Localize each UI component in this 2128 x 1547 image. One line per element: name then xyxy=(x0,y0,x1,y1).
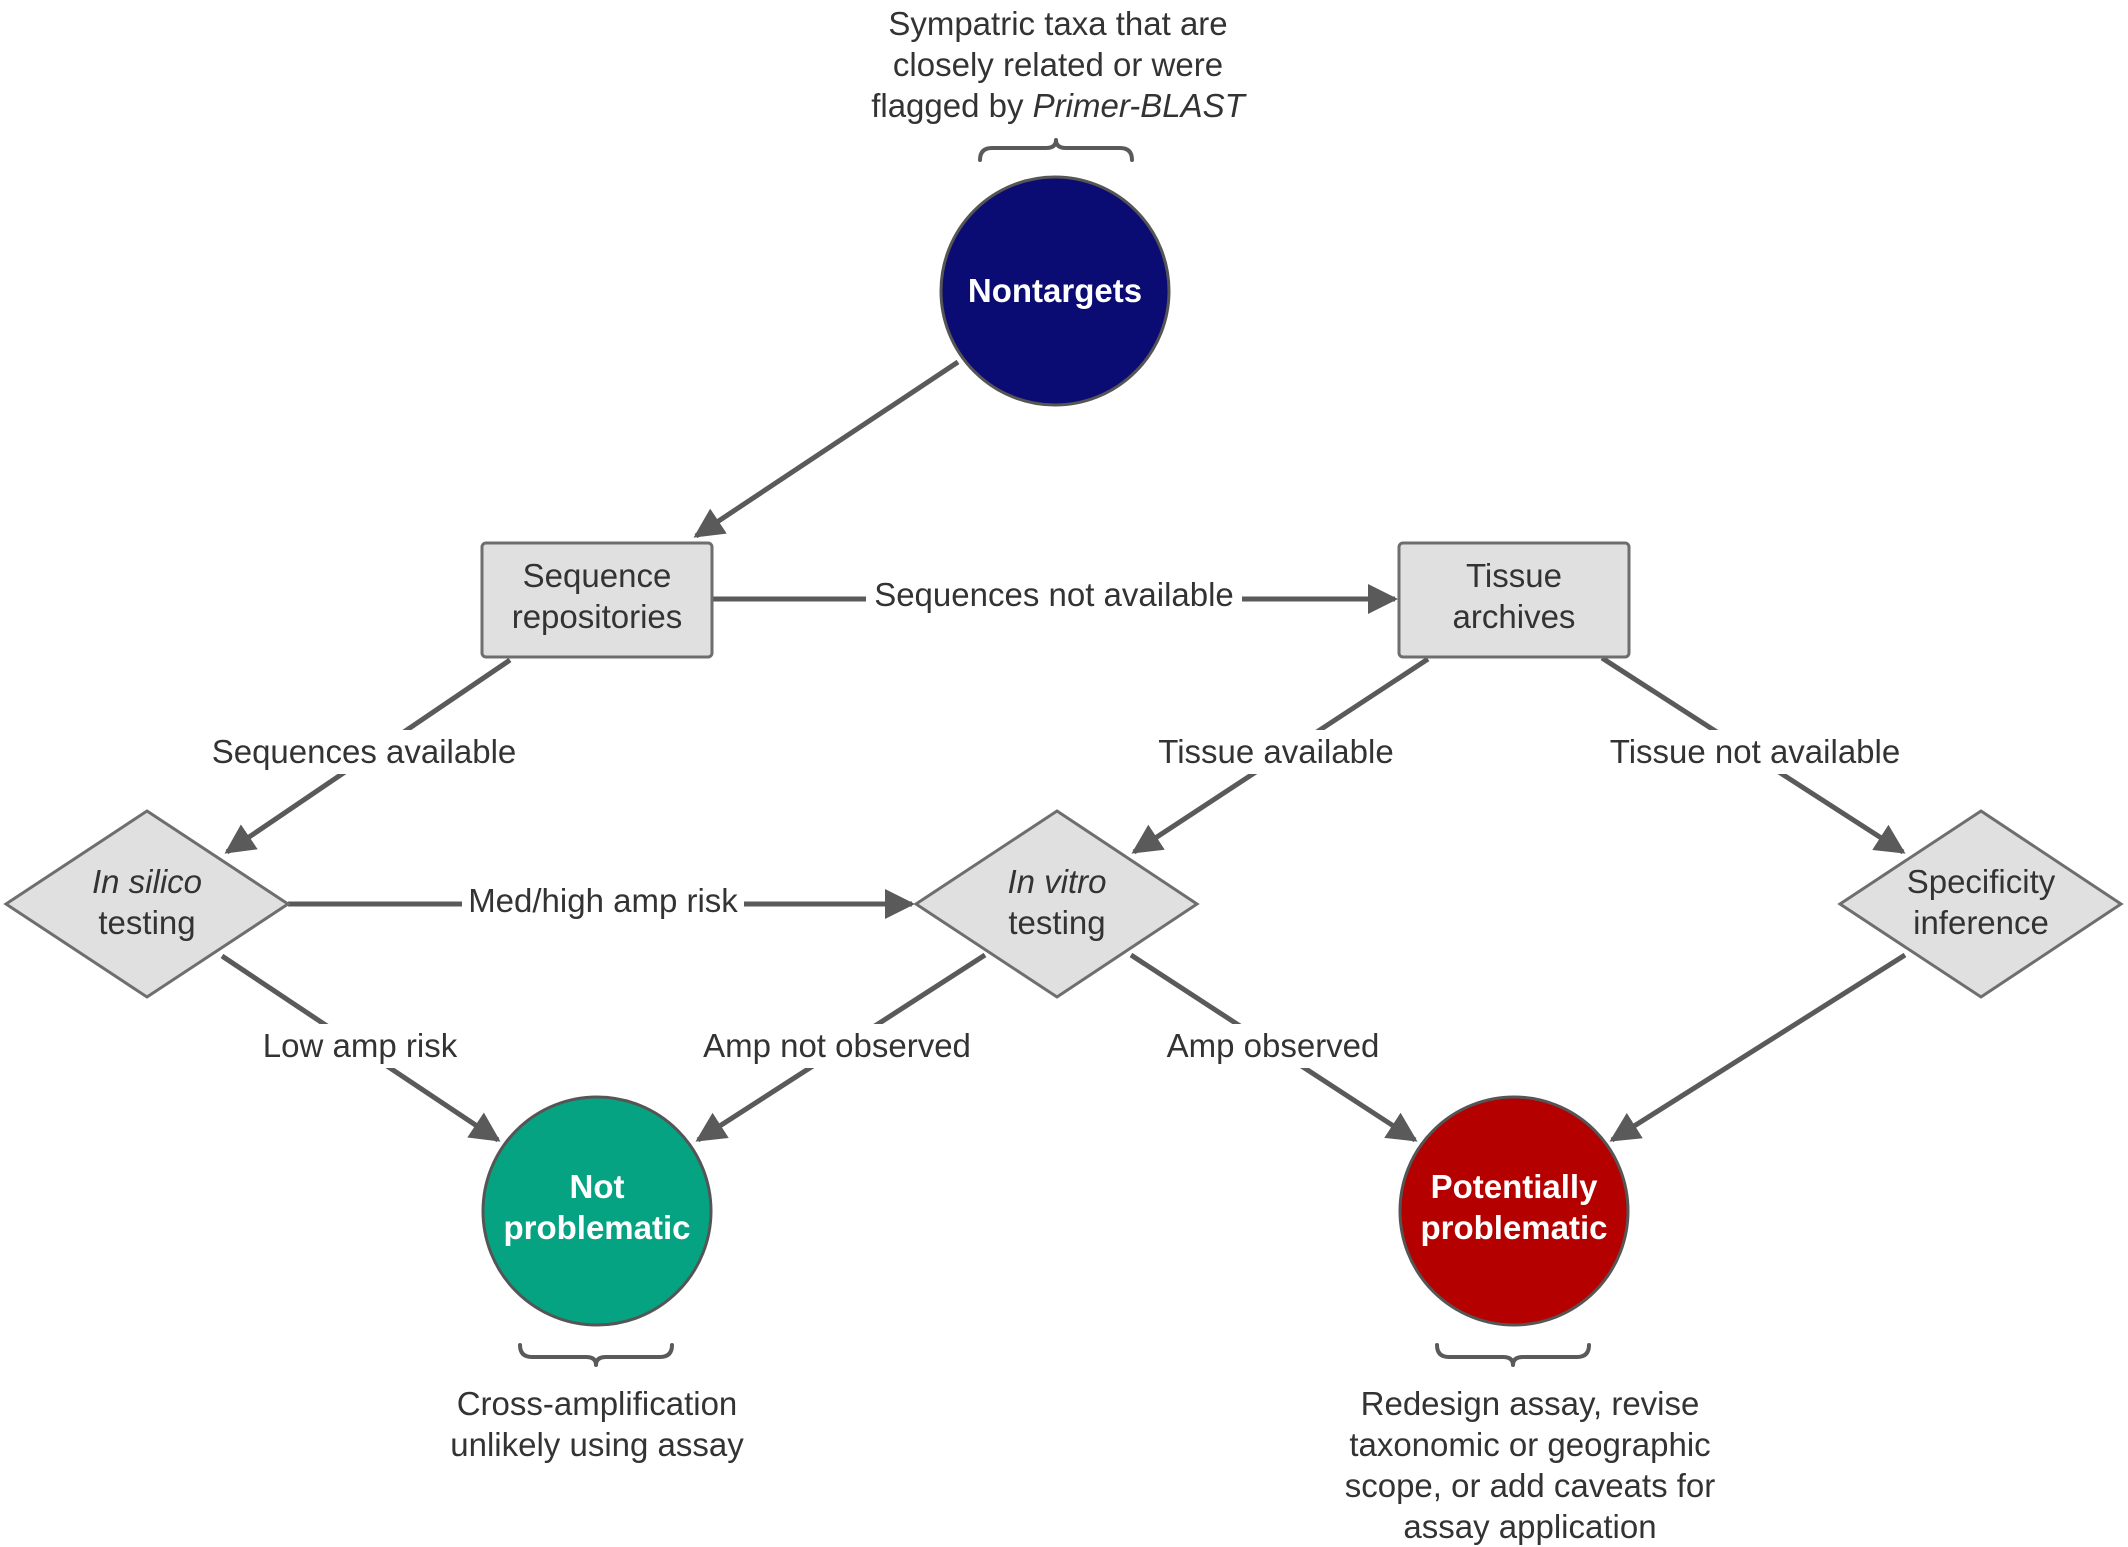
nontargets-annotation-line3: flagged by Primer-BLAST xyxy=(871,87,1247,124)
in-silico-line2: testing xyxy=(98,904,195,941)
specificity-inference-line1: Specificity xyxy=(1907,863,2056,900)
nontargets-annotation-line3-italic: Primer-BLAST xyxy=(1033,87,1248,124)
potentially-problematic-brace-icon xyxy=(1435,1343,1591,1367)
not-problematic-brace-icon xyxy=(518,1343,674,1367)
specificity-inference-line2: inference xyxy=(1913,904,2049,941)
in-vitro-line1: In vitro xyxy=(1007,863,1106,900)
potentially-problematic-circle xyxy=(1398,1095,1630,1327)
potentially-problematic-line1: Potentially xyxy=(1431,1168,1599,1205)
node-in-vitro-testing: In vitro testing xyxy=(913,809,1200,999)
nontargets-annotation: Sympatric taxa that are closely related … xyxy=(871,5,1248,162)
edge-specificity-to-potentially-problematic xyxy=(1609,952,1907,1143)
top-brace-icon xyxy=(978,138,1134,162)
sequence-repositories-box xyxy=(480,541,714,659)
nontargets-circle xyxy=(939,175,1171,407)
node-nontargets: Nontargets xyxy=(939,175,1171,407)
nontargets-annotation-line2: closely related or were xyxy=(893,46,1223,83)
not-problematic-line2: problematic xyxy=(503,1209,690,1246)
edge-nontargets-to-sequence-repositories xyxy=(693,359,960,539)
edge-label-amp-observed: Amp observed xyxy=(1167,1027,1380,1064)
not-problematic-line1: Not xyxy=(570,1168,625,1205)
edge-label-low-amp-risk: Low amp risk xyxy=(263,1027,458,1064)
edge-label-sequences-available: Sequences available xyxy=(212,733,517,770)
potentially-problematic-note-line3: scope, or add caveats for xyxy=(1345,1467,1716,1504)
edge-label-tissue-available: Tissue available xyxy=(1158,733,1393,770)
node-potentially-problematic: Potentially problematic xyxy=(1398,1095,1630,1327)
sequence-repositories-line1: Sequence xyxy=(523,557,672,594)
in-silico-line1: In silico xyxy=(92,863,202,900)
potentially-problematic-line2: problematic xyxy=(1420,1209,1607,1246)
node-in-silico-testing: In silico testing xyxy=(3,809,291,999)
sequence-repositories-line2: repositories xyxy=(512,598,683,635)
node-not-problematic: Not problematic xyxy=(481,1095,713,1327)
potentially-problematic-note-line2: taxonomic or geographic xyxy=(1349,1426,1710,1463)
not-problematic-note-line2: unlikely using assay xyxy=(450,1426,744,1463)
tissue-archives-line2: archives xyxy=(1453,598,1576,635)
node-specificity-inference: Specificity inference xyxy=(1837,809,2124,999)
not-problematic-circle xyxy=(481,1095,713,1327)
tissue-archives-box xyxy=(1397,541,1631,659)
node-tissue-archives: Tissue archives xyxy=(1397,541,1631,659)
specificity-inference-diamond xyxy=(1837,809,2124,999)
in-vitro-diamond xyxy=(913,809,1200,999)
in-vitro-line2: testing xyxy=(1008,904,1105,941)
not-problematic-annotation: Cross-amplification unlikely using assay xyxy=(450,1343,744,1463)
edge-label-amp-not-observed: Amp not observed xyxy=(703,1027,971,1064)
edge-label-tissue-not-available: Tissue not available xyxy=(1610,733,1900,770)
potentially-problematic-note-line1: Redesign assay, revise xyxy=(1361,1385,1700,1422)
nontargets-label: Nontargets xyxy=(968,272,1142,309)
nontargets-annotation-line1: Sympatric taxa that are xyxy=(888,5,1227,42)
node-sequence-repositories: Sequence repositories xyxy=(480,541,714,659)
potentially-problematic-annotation: Redesign assay, revise taxonomic or geog… xyxy=(1345,1343,1716,1545)
potentially-problematic-note-line4: assay application xyxy=(1403,1508,1656,1545)
edge-label-sequences-not-available: Sequences not available xyxy=(874,576,1234,613)
nontargets-annotation-line3-prefix: flagged by xyxy=(871,87,1032,124)
edge-label-med-high-amp-risk: Med/high amp risk xyxy=(468,882,738,919)
in-silico-diamond xyxy=(3,809,291,999)
not-problematic-note-line1: Cross-amplification xyxy=(457,1385,738,1422)
tissue-archives-line1: Tissue xyxy=(1466,557,1562,594)
edge-labels: Sequences not available Sequences availa… xyxy=(204,576,1910,1068)
